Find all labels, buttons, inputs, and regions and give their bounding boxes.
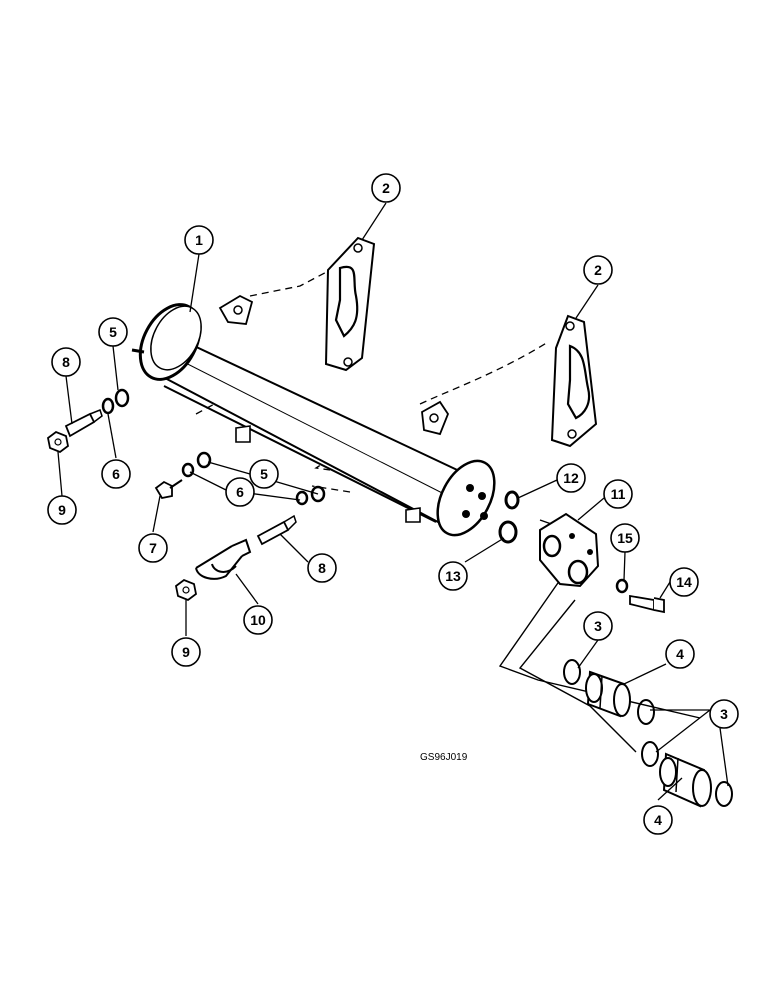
gasket-upper xyxy=(324,236,376,372)
callout-label: 9 xyxy=(58,502,66,518)
callout-label: 15 xyxy=(617,530,633,546)
callout-label: 3 xyxy=(594,618,602,634)
callout-9-upper: 9 xyxy=(47,495,77,525)
callout-8-lower: 8 xyxy=(307,553,337,583)
callout-10: 10 xyxy=(243,605,273,635)
callout-7: 7 xyxy=(138,533,168,563)
callout-label: 1 xyxy=(195,232,203,248)
callout-5-upper: 5 xyxy=(98,317,128,347)
callout-14: 14 xyxy=(669,567,699,597)
callout-9-lower: 9 xyxy=(171,637,201,667)
callout-5-lower: 5 xyxy=(249,459,279,489)
callout-2-upper: 2 xyxy=(371,173,401,203)
callout-label: 10 xyxy=(250,612,266,628)
callout-label: 8 xyxy=(62,354,70,370)
callout-4-lower: 4 xyxy=(643,805,673,835)
bracket xyxy=(195,538,252,580)
callout-label: 4 xyxy=(676,646,684,662)
callout-4-upper: 4 xyxy=(665,639,695,669)
callout-label: 5 xyxy=(109,324,117,340)
callout-label: 11 xyxy=(611,486,626,502)
callout-1: 1 xyxy=(184,225,214,255)
left-hardware xyxy=(47,388,326,602)
callout-15: 15 xyxy=(610,523,640,553)
callout-label: 6 xyxy=(112,466,120,482)
callout-2-lower: 2 xyxy=(583,255,613,285)
connector-lower xyxy=(641,741,733,808)
callout-label: 6 xyxy=(236,484,244,500)
callout-label: 9 xyxy=(182,644,190,660)
callout-label: 14 xyxy=(676,574,692,590)
leader-lines xyxy=(57,202,729,801)
callout-label: 7 xyxy=(149,540,157,556)
callout-6-lower: 6 xyxy=(225,477,255,507)
connector-upper xyxy=(563,659,655,725)
callout-label: 13 xyxy=(445,568,461,584)
callout-3-right: 3 xyxy=(709,699,739,729)
callout-13: 13 xyxy=(438,561,468,591)
callout-6-upper: 6 xyxy=(101,459,131,489)
callout-label: 3 xyxy=(720,706,728,722)
oil-cooler-tube xyxy=(131,294,496,537)
callout-12: 12 xyxy=(556,463,586,493)
callout-label: 4 xyxy=(654,812,662,828)
figure-reference: GS96J019 xyxy=(420,752,468,763)
callout-3-upper: 3 xyxy=(583,611,613,641)
callout-label: 2 xyxy=(382,180,390,196)
callout-label: 5 xyxy=(260,466,268,482)
callout-8-upper: 8 xyxy=(51,347,81,377)
callout-11: 11 xyxy=(603,479,633,509)
gasket-lower xyxy=(550,314,598,448)
callout-label: 12 xyxy=(563,470,579,486)
callout-label: 2 xyxy=(594,262,602,278)
right-hardware xyxy=(498,490,665,614)
callout-label: 8 xyxy=(318,560,326,576)
